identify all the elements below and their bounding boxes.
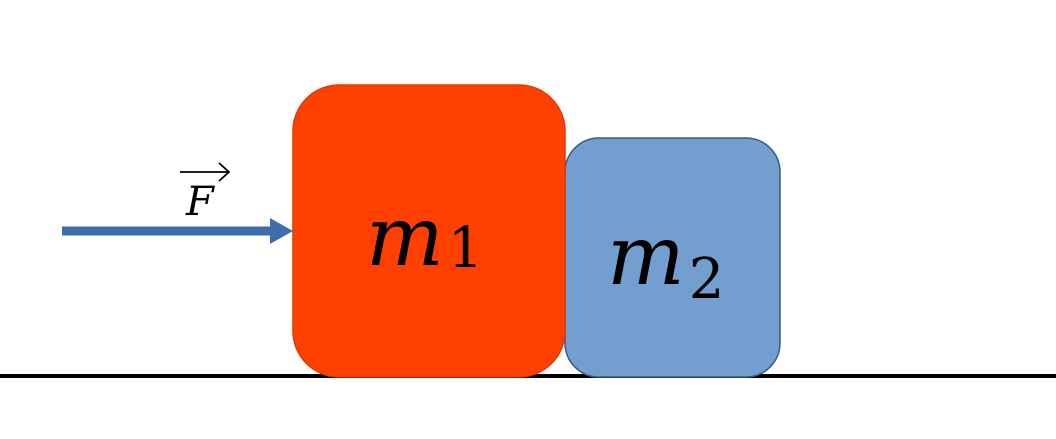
block-m1-symbol: m bbox=[366, 190, 444, 285]
block-m2-subscript: 2 bbox=[689, 247, 725, 312]
force-label: F bbox=[180, 162, 231, 225]
block-m1-subscript: 1 bbox=[448, 216, 484, 281]
block-m2-label: m2 bbox=[607, 209, 724, 312]
force-symbol: F bbox=[185, 179, 215, 225]
block-m1-label: m1 bbox=[366, 190, 483, 285]
force-arrow-head bbox=[270, 218, 293, 244]
force-vector-arrowhead bbox=[218, 162, 231, 182]
block-m2-symbol: m bbox=[607, 209, 685, 304]
force-arrow bbox=[62, 218, 293, 244]
